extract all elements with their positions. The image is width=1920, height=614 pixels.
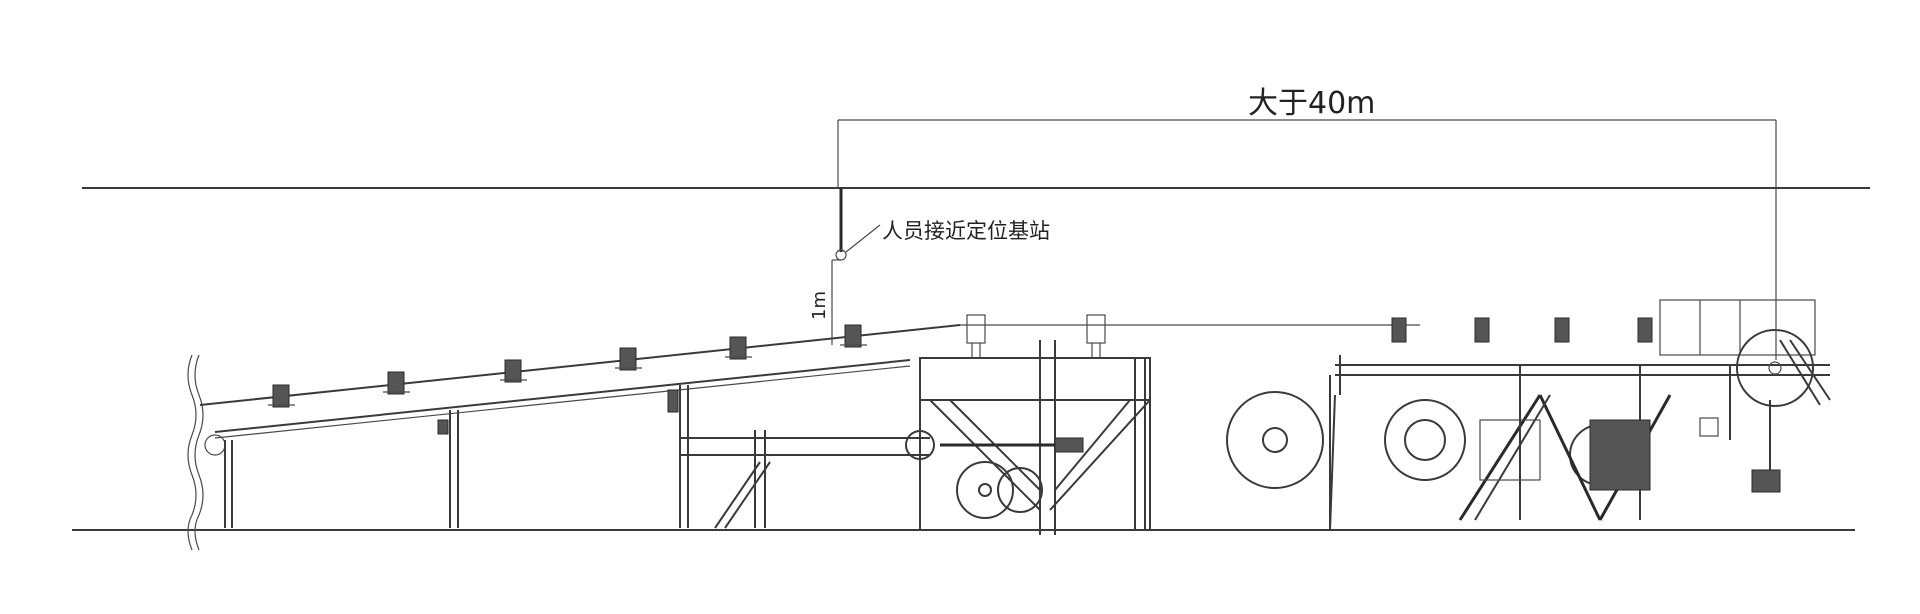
distance-label: 大于40m <box>1248 86 1375 121</box>
incline-rail-bottom <box>214 359 911 433</box>
hopper-box <box>905 340 1151 535</box>
right-idlers <box>1391 317 1653 343</box>
mid-frame <box>680 430 930 529</box>
break-line <box>187 354 197 551</box>
distance-dimension <box>837 119 1777 360</box>
right-machine <box>1226 355 1830 531</box>
idler-group <box>268 324 867 408</box>
station-post <box>831 188 881 345</box>
station-label: 人员接近定位基站 <box>882 219 1050 243</box>
break-line-2 <box>194 354 204 551</box>
height-label: 1m <box>809 291 830 320</box>
incline-rail-top <box>199 324 961 406</box>
support-legs <box>224 385 689 528</box>
top-idlers <box>966 314 1106 358</box>
incline-rail-bottom-2 <box>214 365 911 439</box>
head-drive <box>1659 299 1831 493</box>
